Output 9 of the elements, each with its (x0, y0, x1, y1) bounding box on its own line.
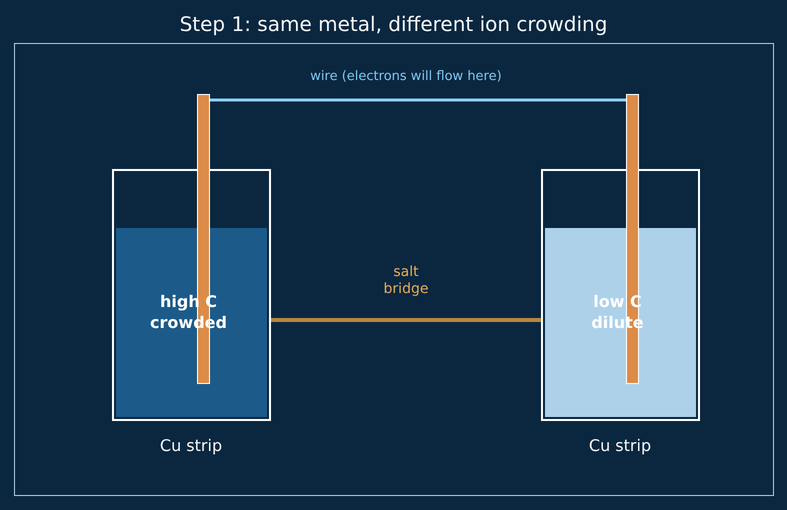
strip-label: Cu strip (588, 436, 652, 456)
edge-label: salt bridge (382, 264, 430, 298)
beaker (541, 169, 700, 421)
salt-bridge-line (271, 318, 541, 322)
edge-label: wire (electrons will flow here) (309, 68, 503, 85)
wire-line (210, 98, 626, 102)
beaker (112, 169, 271, 421)
diagram-title: Step 1: same metal, different ion crowding (180, 11, 608, 37)
strip-label: Cu strip (160, 436, 222, 456)
